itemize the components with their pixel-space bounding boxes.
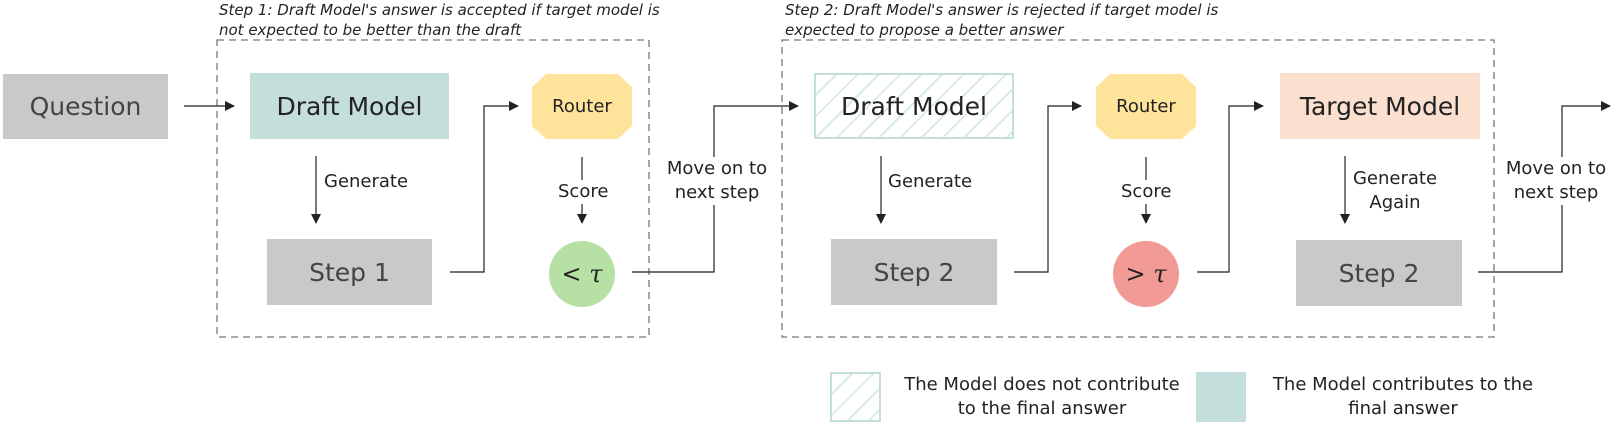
generate-again-label: Generate Again (1352, 167, 1438, 215)
step1-group-border (216, 39, 650, 338)
legend-swatch-contrib (1196, 372, 1246, 422)
target-model-node: Target Model (1280, 73, 1480, 139)
router-node: Router (532, 74, 632, 139)
move-on-1-line1: Move on to (666, 158, 768, 179)
step1-caption-line1: Step 1: Draft Model's answer is accepted… (219, 1, 660, 19)
step2-draft-node: Step 2 (831, 239, 997, 305)
legend-contrib-line2: final answer (1348, 398, 1458, 419)
legend-text-contrib: The Model contributes to the final answe… (1266, 373, 1540, 421)
step2-caption-line2: expected to propose a better answer (785, 21, 1064, 39)
legend-no-contrib-line2: to the final answer (957, 398, 1127, 419)
move-on-label-2: Move on to next step (1504, 157, 1608, 205)
arrow-threshold-to-target (1197, 101, 1264, 273)
legend-text-no-contrib: The Model does not contribute to the fin… (897, 373, 1187, 421)
legend-contrib-line1: The Model contributes to the (1272, 374, 1534, 395)
step2-target-node: Step 2 (1296, 240, 1462, 306)
move-on-1-line2: next step (674, 182, 760, 203)
arrow-step2-to-router2 (1014, 101, 1082, 273)
arrow-step1-to-router (450, 101, 519, 273)
step1-node: Step 1 (267, 239, 432, 305)
generate-again-line2: Again (1369, 192, 1421, 213)
step2-caption: Step 2: Draft Model's answer is rejected… (785, 0, 1218, 40)
draft-model-node: Draft Model (250, 73, 449, 139)
threshold-below-node: < τ (549, 241, 615, 307)
generate-again-line1: Generate (1352, 168, 1438, 189)
step2-caption-line1: Step 2: Draft Model's answer is rejected… (785, 1, 1219, 19)
score-label-1: Score (558, 180, 609, 204)
router2-node: Router (1096, 74, 1196, 139)
question-node: Question (3, 74, 168, 139)
generate-label-2: Generate (888, 170, 973, 194)
step1-caption-line2: not expected to be better than the draft (219, 21, 522, 39)
move-on-label-1: Move on to next step (662, 157, 772, 205)
step1-caption: Step 1: Draft Model's answer is accepted… (219, 0, 660, 40)
draft-model-inactive-node: Draft Model (814, 73, 1014, 139)
legend-no-contrib-line1: The Model does not contribute (904, 374, 1180, 395)
move-on-2-line1: Move on to (1505, 158, 1607, 179)
generate-label-1: Generate (324, 170, 409, 194)
move-on-2-line2: next step (1513, 182, 1599, 203)
threshold-above-node: > τ (1113, 241, 1179, 307)
score-label-2: Score (1121, 180, 1172, 204)
legend-swatch-no-contrib (830, 372, 881, 422)
